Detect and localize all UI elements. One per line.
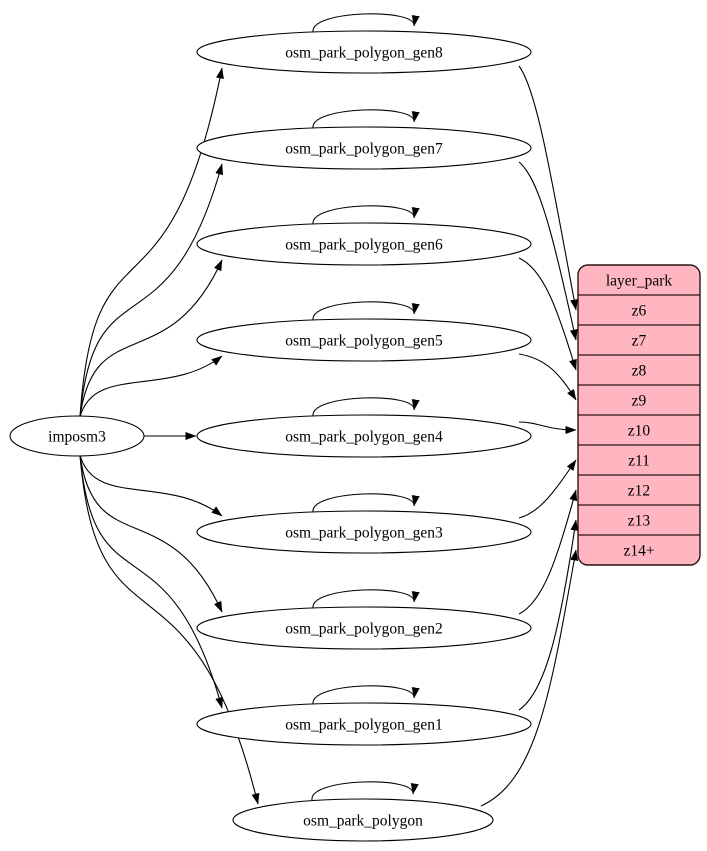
self-loop-edge [312,109,420,129]
edge-osm_park_polygon_gen5-to-z9 [518,353,577,401]
node-ellipse-shape [196,222,532,266]
node-osm_park_polygon_gen8[interactable]: osm_park_polygon_gen8 [196,30,532,74]
node-osm_park_polygon_gen4[interactable]: osm_park_polygon_gen4 [196,414,532,458]
self-loop-edge [312,397,420,417]
self-loop-edge [312,13,420,33]
edge-osm_park_polygon_gen4-to-z10 [518,421,577,434]
node-ellipse-shape [196,30,532,74]
self-loop-edge [311,781,419,801]
node-ellipse-shape [196,702,532,746]
node-label: osm_park_polygon_gen1 [285,717,443,734]
node-label: osm_park_polygon_gen2 [285,621,443,638]
node-ellipse-shape [196,606,532,650]
table-row-label: z8 [632,363,647,380]
edge-imposm3-to-osm_park_polygon_gen8 [79,67,224,418]
table-row-label: z11 [628,453,650,470]
node-label: osm_park_polygon_gen4 [285,429,443,446]
table-row-label: z10 [628,423,651,440]
edge-imposm3-to-osm_park_polygon_gen5 [79,355,223,418]
node-label: osm_park_polygon_gen8 [285,45,443,62]
self-loop-edge [312,301,420,321]
edge-osm_park_polygon_gen7-to-z7 [518,161,578,341]
edge-imposm3-to-osm_park_polygon_gen2 [79,454,223,613]
edge-imposm3-to-osm_park_polygon_gen7 [79,163,224,418]
source-node-group: imposm3 [9,415,145,457]
table-row-label: z6 [632,303,647,320]
node-label: osm_park_polygon_gen5 [285,333,443,350]
edge-osm_park_polygon_gen6-to-z8 [518,257,577,371]
node-osm_park_polygon_gen3[interactable]: osm_park_polygon_gen3 [196,510,532,554]
node-osm_park_polygon[interactable]: osm_park_polygon [232,798,494,842]
table-header-label: layer_park [606,273,673,290]
edge-osm_park_polygon_gen1-to-z13 [518,519,579,711]
node-label: osm_park_polygon_gen3 [285,525,443,542]
edge-osm_park_polygon_gen8-to-z6 [518,65,579,311]
node-ellipse-shape [196,126,532,170]
edge-osm_park_polygon_gen3-to-z11 [518,459,577,519]
edges-to-layer-park [480,65,579,807]
node-ellipse-shape [9,415,145,457]
node-osm_park_polygon_gen1[interactable]: osm_park_polygon_gen1 [196,702,532,746]
ellipse-nodes: osm_park_polygon_gen8 osm_park_polygon_ge… [196,30,532,842]
edge-imposm3-to-osm_park_polygon_gen6 [79,259,223,418]
node-osm_park_polygon_gen7[interactable]: osm_park_polygon_gen7 [196,126,532,170]
node-label: osm_park_polygon_gen7 [285,141,443,158]
node-osm_park_polygon_gen5[interactable]: osm_park_polygon_gen5 [196,318,532,362]
edge-imposm3-to-osm_park_polygon_gen3 [79,454,223,517]
node-ellipse-shape [232,798,494,842]
edge-osm_park_polygon_gen2-to-z12 [518,489,578,615]
node-osm_park_polygon_gen6[interactable]: osm_park_polygon_gen6 [196,222,532,266]
table-row-label: z12 [628,483,650,500]
self-loop-edge [312,493,420,513]
node-ellipse-shape [196,414,532,458]
node-ellipse-shape [196,510,532,554]
table-row-label: z9 [632,393,647,410]
table-row-label: z13 [628,513,651,530]
table-row-label: z14+ [623,543,654,560]
node-label: osm_park_polygon_gen6 [285,237,443,254]
node-label: osm_park_polygon [303,813,423,830]
node-imposm3[interactable]: imposm3 [9,415,145,457]
self-loop-edge [312,589,420,609]
self-loop-edge [312,685,420,705]
node-ellipse-shape [196,318,532,362]
edge-imposm3-to-osm_park_polygon_gen1 [79,454,224,709]
self-loop-edges [311,13,420,801]
table-row-label: z7 [632,333,647,350]
layer-park-table: layer_park z6 z7 z8 z9 z10 z11 z12 z13 z14+ [577,264,701,566]
self-loop-edge [312,205,420,225]
node-label: imposm3 [48,429,106,446]
node-osm_park_polygon_gen2[interactable]: osm_park_polygon_gen2 [196,606,532,650]
edge-osm_park_polygon-to-z14+ [480,549,579,807]
